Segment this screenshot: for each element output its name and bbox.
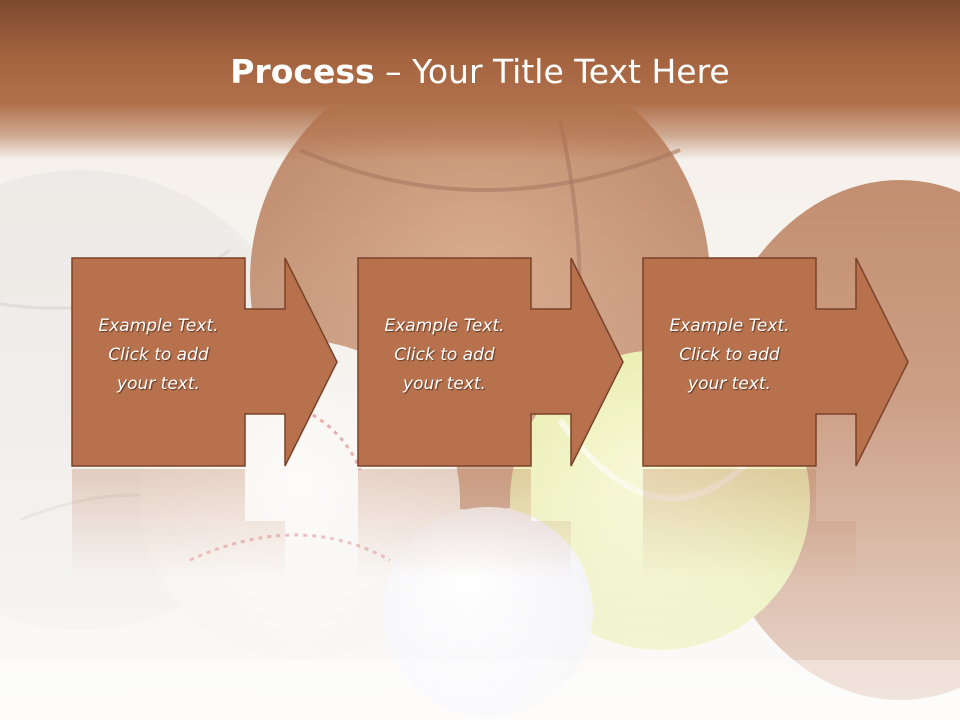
step-1-line-1: Example Text. [98, 316, 219, 336]
step-3-text[interactable]: Example Text. Click to add your text. [642, 312, 817, 399]
step-1-line-3: your text. [117, 374, 200, 394]
step-1-text[interactable]: Example Text. Click to add your text. [71, 312, 246, 399]
step-2-line-2: Click to add [394, 345, 495, 365]
step-1-line-2: Click to add [108, 345, 209, 365]
process-step-2[interactable]: Example Text. Click to add your text. [357, 257, 627, 579]
step-3-reflection [643, 469, 856, 579]
arrow-box-shape [71, 257, 338, 467]
arrow-box-shape [357, 257, 624, 467]
slide-title-bold: Process [230, 52, 375, 91]
step-3-line-3: your text. [688, 374, 771, 394]
step-3-line-1: Example Text. [669, 316, 790, 336]
process-step-1[interactable]: Example Text. Click to add your text. [71, 257, 341, 579]
step-2-reflection [358, 469, 571, 579]
process-step-3[interactable]: Example Text. Click to add your text. [642, 257, 912, 579]
title-band [0, 0, 960, 160]
step-2-line-1: Example Text. [384, 316, 505, 336]
step-2-text[interactable]: Example Text. Click to add your text. [357, 312, 532, 399]
slide-title[interactable]: Process – Your Title Text Here [0, 52, 960, 91]
step-3-line-2: Click to add [679, 345, 780, 365]
slide-title-rest: – Your Title Text Here [374, 52, 730, 91]
arrow-box-shape [642, 257, 909, 467]
step-1-reflection [72, 469, 285, 579]
step-2-line-3: your text. [403, 374, 486, 394]
